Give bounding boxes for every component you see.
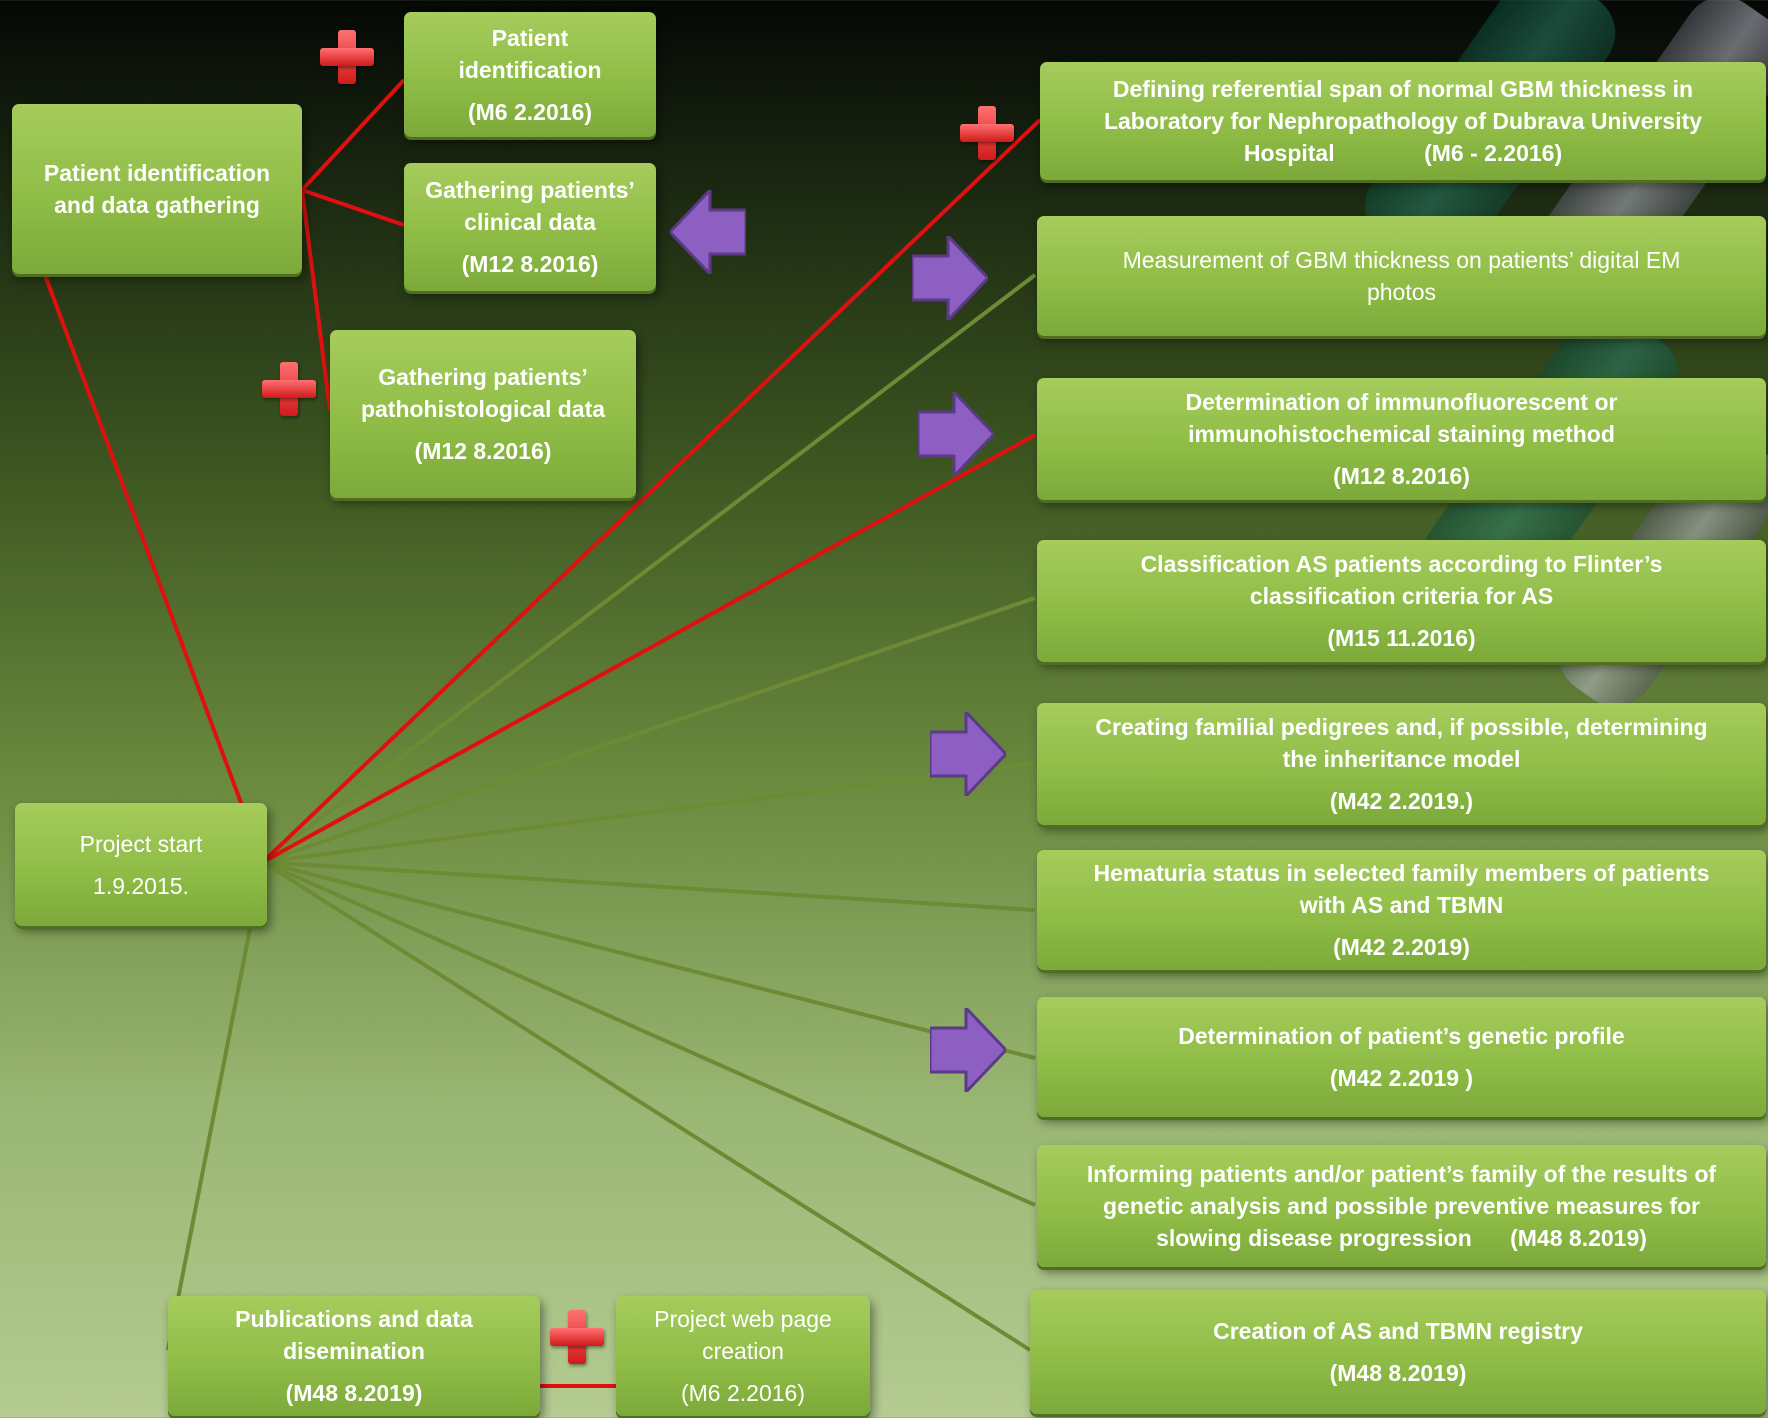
box-date: (M48 8.2019)	[1329, 1360, 1467, 1386]
connector-start-defining	[261, 118, 1042, 864]
box-label: photos	[1366, 279, 1437, 305]
box-label: Project start	[79, 830, 203, 857]
box-label: genetic analysis and possible preventive…	[1103, 1193, 1700, 1219]
genetic-profile-box[interactable]: Determination of patient’s genetic profi…	[1037, 997, 1766, 1117]
purple-arrow-right-icon	[930, 712, 1006, 796]
box-label: Measurement of GBM thickness on patients…	[1122, 247, 1681, 273]
box-date: (M42 2.2019)	[1333, 934, 1470, 960]
box-label: Determination of patient’s genetic profi…	[1178, 1023, 1625, 1049]
connector-start-pedigrees	[262, 761, 1036, 864]
web-page-creation-box[interactable]: Project web page creation (M6 2.2016)	[616, 1296, 870, 1416]
box-label: Hematuria status in selected family memb…	[1093, 860, 1710, 886]
informing-patients-box[interactable]: Informing patients and/or patient’s fami…	[1037, 1145, 1766, 1267]
box-label: slowing disease progression (M48 8.2019)	[1156, 1225, 1647, 1251]
box-label: Laboratory for Nephropathology of Dubrav…	[1103, 108, 1703, 134]
box-label: disemination	[283, 1338, 425, 1364]
purple-arrow-right-icon	[912, 236, 988, 320]
connector-start-informing	[262, 860, 1036, 1207]
publications-box[interactable]: Publications and data disemination (M48 …	[168, 1296, 540, 1416]
connector-gathering-clinical	[301, 188, 405, 227]
connector-gathering-identification	[300, 78, 406, 192]
box-date: (M12 8.2016)	[1333, 463, 1470, 489]
connector-gathering-patho	[300, 189, 332, 411]
box-label: Gathering patients’	[425, 177, 635, 203]
patient-identification-box[interactable]: Patient identification (M6 2.2016)	[404, 12, 656, 137]
box-label: Creation of AS and TBMN registry	[1213, 1318, 1583, 1344]
measurement-gbm-box[interactable]: Measurement of GBM thickness on patients…	[1037, 216, 1766, 336]
red-plus-icon	[960, 106, 1014, 160]
connector-start-gathering	[43, 274, 265, 863]
box-date: (M15 11.2016)	[1327, 625, 1476, 651]
hematuria-status-box[interactable]: Hematuria status in selected family memb…	[1037, 850, 1766, 970]
clinical-data-box[interactable]: Gathering patients’ clinical data (M12 8…	[404, 163, 656, 291]
box-date: (M48 8.2019)	[285, 1380, 423, 1406]
red-plus-icon	[320, 30, 374, 84]
connector-start-publications	[166, 861, 265, 1351]
box-date: (M12 8.2016)	[414, 438, 552, 464]
box-label: with AS and TBMN	[1299, 892, 1504, 918]
defining-referential-span-box[interactable]: Defining referential span of normal GBM …	[1040, 62, 1766, 180]
connector-start-hematuria	[262, 860, 1036, 912]
box-label: Publications and data	[235, 1306, 473, 1332]
box-label: classification criteria for AS	[1249, 583, 1554, 609]
classification-box[interactable]: Classification AS patients according to …	[1037, 540, 1766, 662]
box-label: Creating familial pedigrees and, if poss…	[1095, 714, 1708, 740]
red-plus-icon	[550, 1310, 604, 1364]
box-label: pathohistological data	[360, 396, 606, 422]
box-label: Hospital (M6 - 2.2016)	[1243, 140, 1563, 166]
purple-arrow-left-icon	[670, 190, 746, 274]
box-label: Project web page	[654, 1306, 832, 1332]
box-label: immunohistochemical staining method	[1188, 421, 1615, 447]
connector-start-registry	[261, 860, 1032, 1352]
box-label: Defining referential span of normal GBM …	[1112, 76, 1694, 102]
purple-arrow-right-icon	[918, 392, 994, 476]
red-plus-icon	[262, 362, 316, 416]
project-start-box[interactable]: Project start 1.9.2015.	[15, 803, 267, 926]
box-date: 1.9.2015.	[93, 872, 189, 899]
box-label: Classification AS patients according to …	[1140, 551, 1663, 577]
connector-start-measurement	[261, 273, 1037, 864]
connector-start-classification	[262, 596, 1036, 864]
box-date: (M42 2.2019 )	[1329, 1065, 1474, 1091]
box-label: Patient	[491, 24, 569, 51]
connector-start-staining	[262, 433, 1036, 864]
box-date: (M42 2.2019.)	[1329, 788, 1474, 814]
box-date: (M12 8.2016)	[461, 251, 599, 277]
box-label: clinical data	[464, 209, 596, 235]
connector-start-genetic	[262, 860, 1036, 1060]
box-label: identification	[458, 56, 602, 83]
patient-identification-gathering-box[interactable]: Patient identification and data gatherin…	[12, 104, 302, 274]
box-label: and data gathering	[54, 192, 260, 218]
box-label: Informing patients and/or patient’s fami…	[1086, 1161, 1717, 1187]
box-label: creation	[702, 1338, 784, 1364]
box-label: the inheritance model	[1282, 746, 1521, 772]
box-date: (M6 2.2016)	[680, 1380, 805, 1406]
box-date: (M6 2.2016)	[467, 98, 592, 125]
staining-method-box[interactable]: Determination of immunofluorescent or im…	[1037, 378, 1766, 500]
familial-pedigrees-box[interactable]: Creating familial pedigrees and, if poss…	[1037, 703, 1766, 825]
purple-arrow-right-icon	[930, 1008, 1006, 1092]
box-label: Patient identification	[43, 160, 271, 186]
box-label: Determination of immunofluorescent or	[1185, 389, 1618, 415]
pathohistological-data-box[interactable]: Gathering patients’ pathohistological da…	[330, 330, 636, 498]
box-label: Gathering patients’	[378, 364, 588, 390]
registry-creation-box[interactable]: Creation of AS and TBMN registry (M48 8.…	[1030, 1290, 1766, 1414]
